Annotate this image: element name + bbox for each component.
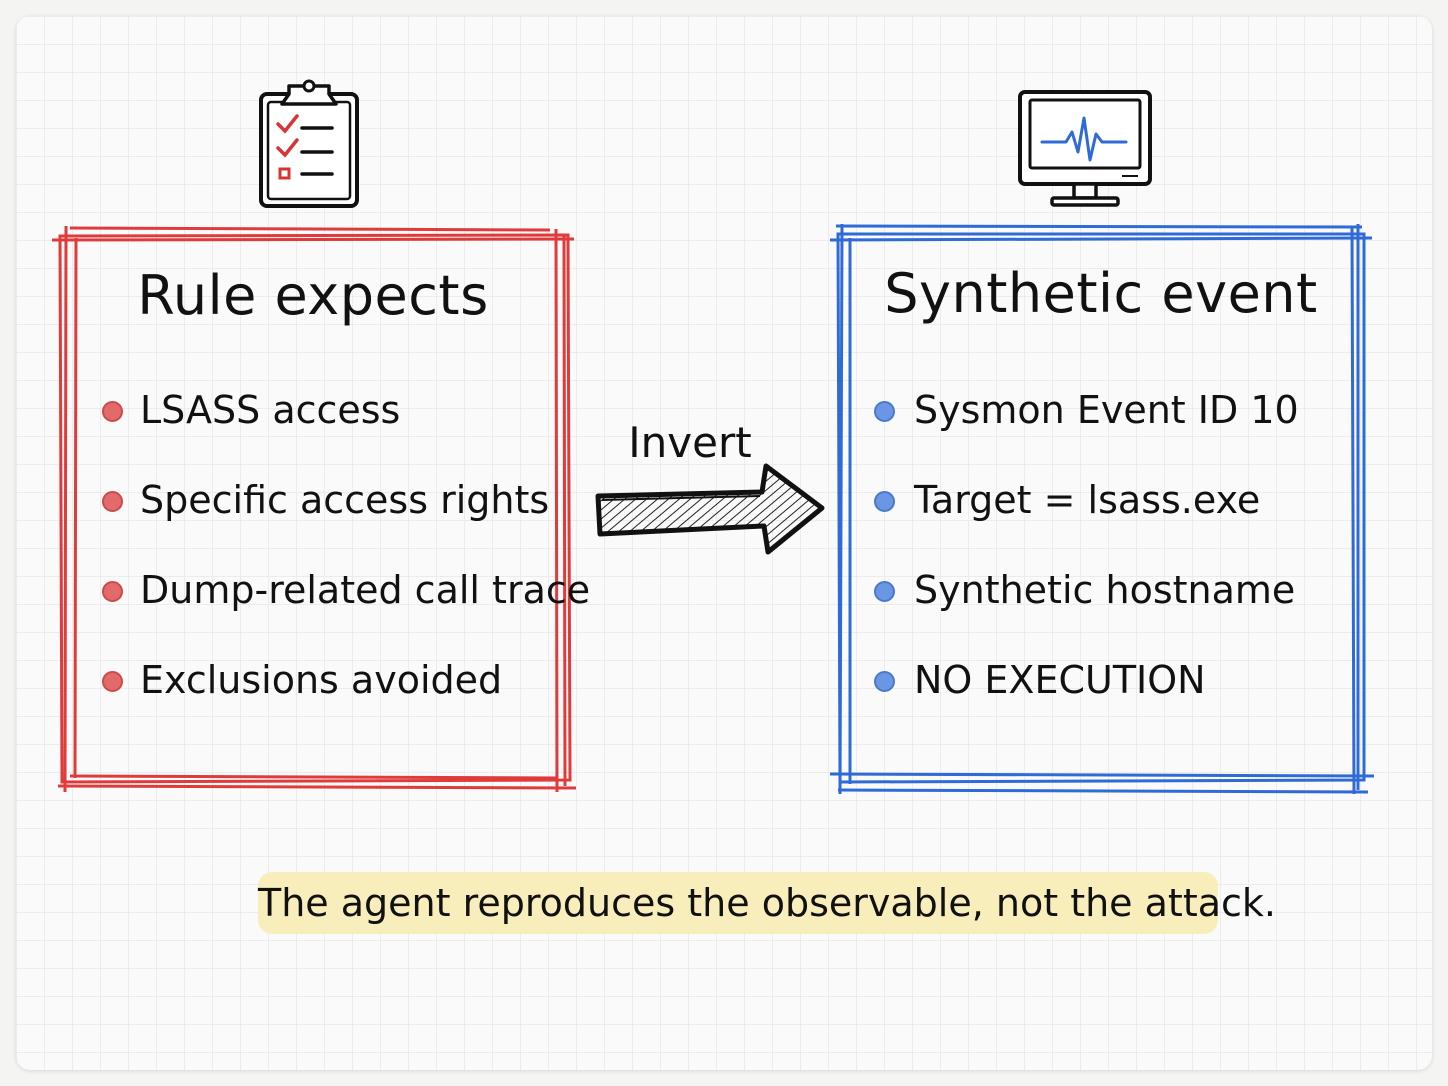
list-item: LSASS access <box>50 382 576 472</box>
bullet-icon <box>874 671 895 692</box>
right-arrow-icon <box>595 463 825 555</box>
caption-highlight: The agent reproduces the observable, not… <box>258 872 1276 934</box>
monitor-heartbeat-icon <box>1018 90 1152 207</box>
list-item: Exclusions avoided <box>50 652 576 742</box>
list-item-label: NO EXECUTION <box>914 658 1206 702</box>
bullet-icon <box>102 671 123 692</box>
list-item-label: Exclusions avoided <box>140 658 503 702</box>
list-item-label: Sysmon Event ID 10 <box>914 388 1299 432</box>
bullet-icon <box>102 401 123 422</box>
bullet-icon <box>874 491 895 512</box>
list-item-label: LSASS access <box>140 388 401 432</box>
list-item: Dump-related call trace <box>50 562 590 652</box>
expectation-list: LSASS access Specific access rights Dump… <box>50 382 590 742</box>
list-item-label: Specific access rights <box>140 478 550 522</box>
bullet-icon <box>874 401 895 422</box>
list-item: Synthetic hostname <box>828 562 1374 652</box>
invert-label: Invert <box>628 418 752 467</box>
list-item-label: Synthetic hostname <box>914 568 1296 612</box>
list-item: Specific access rights <box>50 472 576 562</box>
panel-title: Synthetic event <box>884 262 1318 325</box>
bullet-icon <box>102 581 123 602</box>
panel-title: Rule expects <box>137 264 489 327</box>
list-item-label: Dump-related call trace <box>140 568 591 612</box>
blue-sketch-frame <box>829 223 1375 795</box>
event-field-list: Sysmon Event ID 10 Target = lsass.exe Sy… <box>828 382 1374 742</box>
list-item: Sysmon Event ID 10 <box>828 382 1374 472</box>
list-item: NO EXECUTION <box>828 652 1374 742</box>
synthetic-event-panel: Synthetic event Sysmon Event ID 10 Targe… <box>828 223 1375 798</box>
bullet-icon <box>102 491 123 512</box>
canvas <box>16 16 1432 1070</box>
list-item-label: Target = lsass.exe <box>914 478 1261 522</box>
bullet-icon <box>874 581 895 602</box>
list-item: Target = lsass.exe <box>828 472 1374 562</box>
clipboard-checklist-icon <box>259 79 359 208</box>
rule-expects-panel: Rule expects LSASS access Specific acces… <box>50 225 590 796</box>
red-sketch-frame <box>51 225 577 793</box>
